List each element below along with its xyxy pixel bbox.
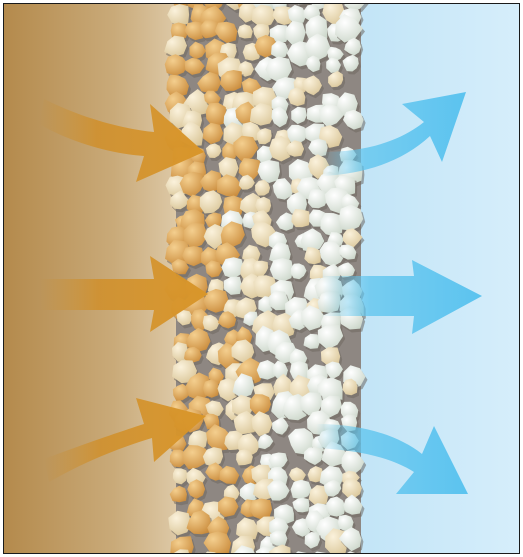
particle — [236, 449, 253, 465]
particle — [291, 209, 310, 227]
particle — [203, 379, 219, 398]
particle — [206, 103, 227, 126]
diagram-frame — [3, 3, 520, 554]
filtration-illustration — [4, 4, 519, 553]
